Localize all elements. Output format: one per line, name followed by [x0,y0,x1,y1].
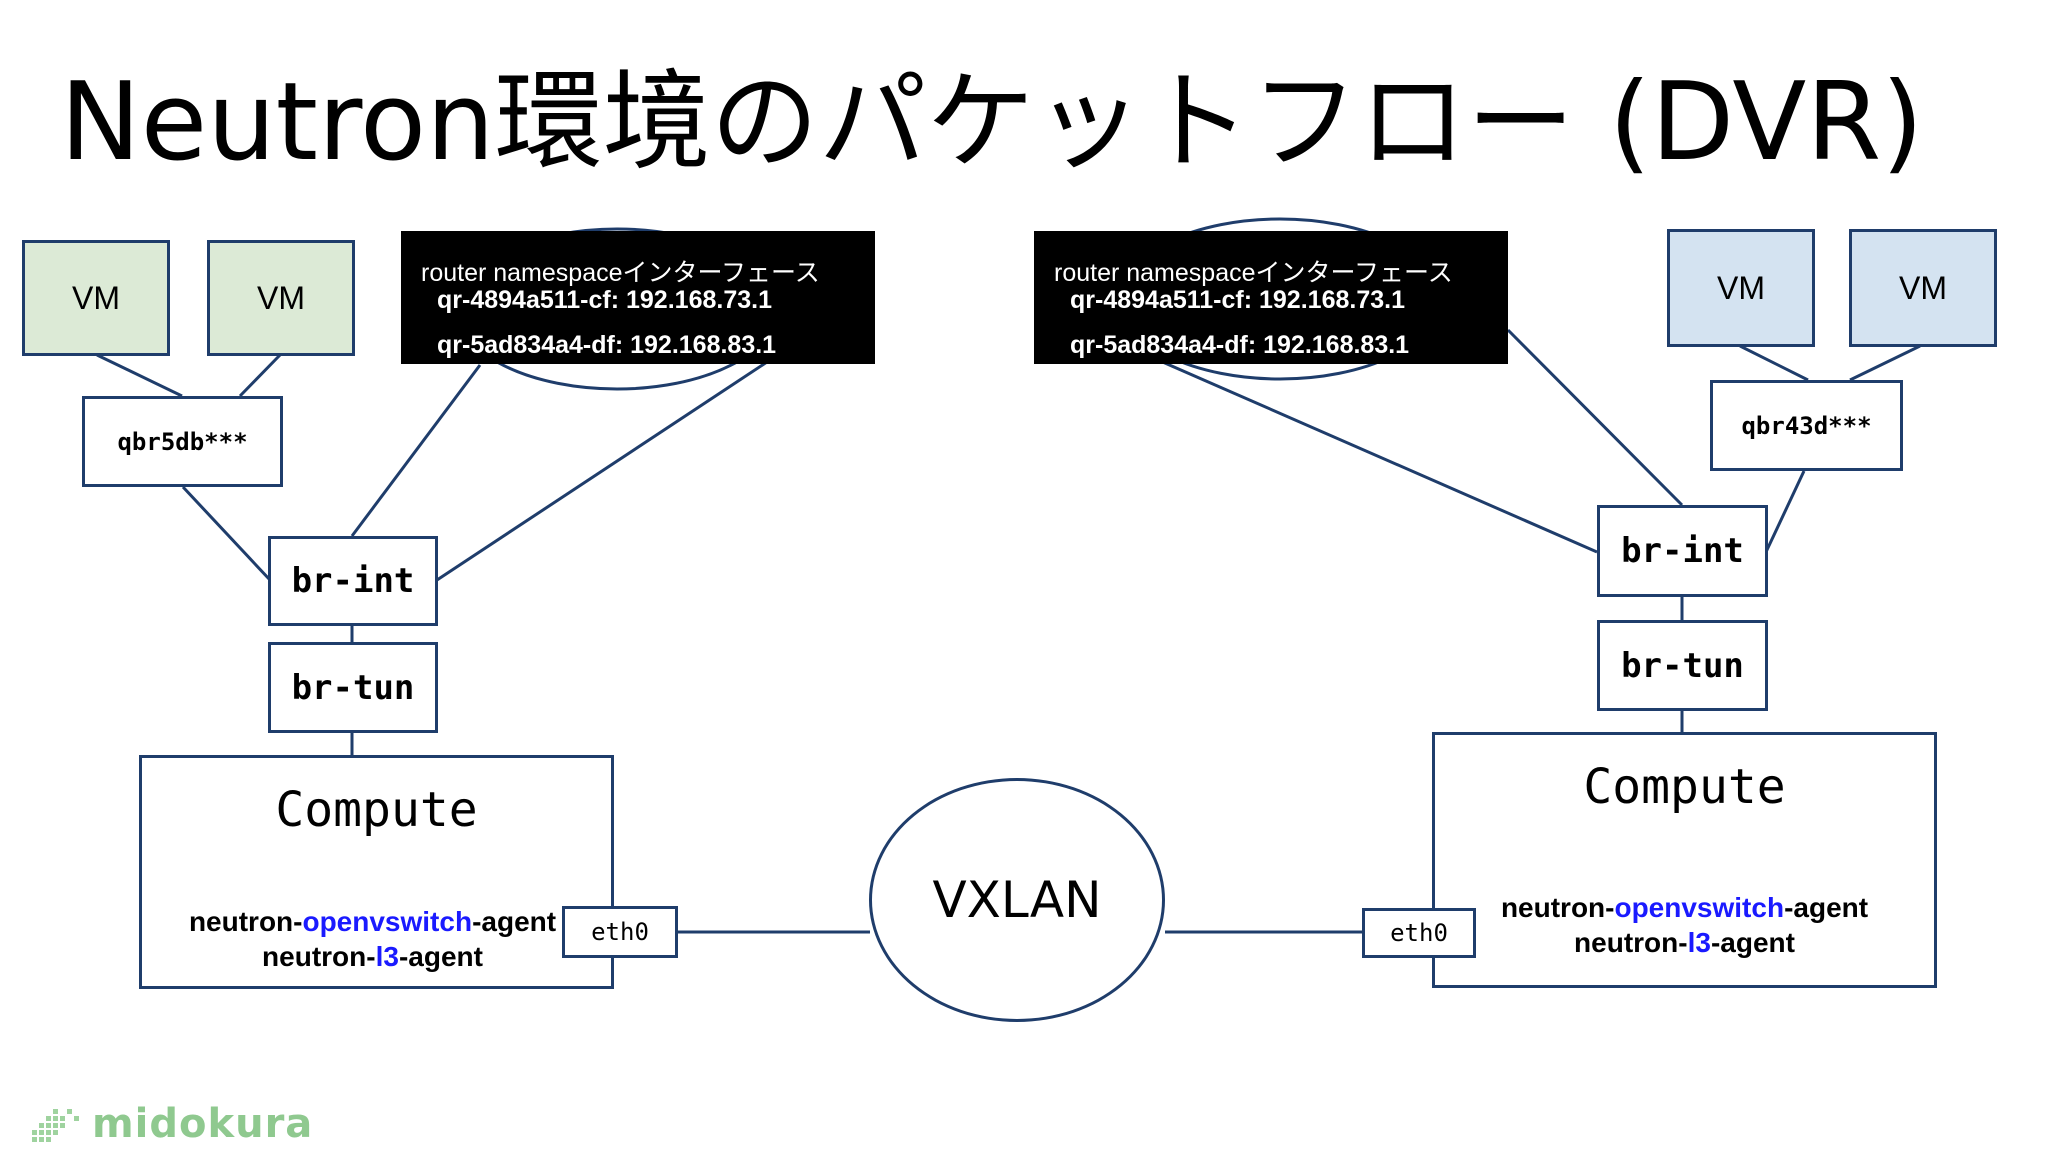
right-ns-to-brint [1506,328,1684,507]
left-br-tun[interactable]: br-tun [268,642,438,733]
left-namespace-interface-1: qr-4894a511-cf: 192.168.73.1 [437,286,772,314]
left-ns-if1-to-brint [350,364,482,537]
left-vm1-to-qbr [96,353,183,398]
right-agent-openvswitch: neutron-openvswitch-agent [1500,892,1869,923]
right-vm1-to-qbr [1739,344,1809,382]
right-ns-if2-to-brint [1157,358,1598,554]
vxlan-network: VXLAN [869,778,1165,1022]
right-namespace-interface-2: qr-5ad834a4-df: 192.168.83.1 [1070,331,1410,359]
left-namespace-header: router namespaceインターフェース [421,259,820,287]
left-ns-if2-to-brint [436,358,771,582]
page-title: Neutron環境のパケットフロー (DVR) [60,60,1924,185]
left-namespace-interface-2: qr-5ad834a4-df: 192.168.83.1 [437,331,777,359]
left-vm2-to-qbr [238,353,282,398]
left-agent-l3: neutron-l3-agent [262,941,483,972]
right-compute-node: Compute neutron-openvswitch-agent neutro… [1432,732,1937,988]
left-compute-title: Compute [275,782,478,838]
right-qbr-bridge[interactable]: qbr43d*** [1710,380,1903,471]
right-compute-title: Compute [1583,759,1786,815]
right-eth0-port[interactable]: eth0 [1362,908,1476,958]
right-qbr-to-brint [1764,470,1806,553]
right-agent-l3: neutron-l3-agent [1574,927,1795,958]
left-eth0-port[interactable]: eth0 [562,906,678,958]
right-router-namespace-box: router namespaceインターフェース qr-4894a511-cf:… [1034,231,1508,364]
right-namespace-interface-1: qr-4894a511-cf: 192.168.73.1 [1070,286,1405,314]
left-agent-openvswitch: neutron-openvswitch-agent [188,906,557,937]
right-vm-1[interactable]: VM [1667,229,1815,347]
left-br-int[interactable]: br-int [268,536,438,626]
right-agent-list: neutron-openvswitch-agent neutron-l3-age… [1435,890,1934,960]
midokura-logo: midokura [30,1101,314,1147]
right-vm-2[interactable]: VM [1849,229,1997,347]
right-namespace-header: router namespaceインターフェース [1054,259,1453,287]
left-compute-node: Compute neutron-openvswitch-agent neutro… [139,755,614,989]
left-qbr-bridge[interactable]: qbr5db*** [82,396,283,487]
midokura-logo-mark-icon [32,1109,79,1142]
left-vm-2[interactable]: VM [207,240,355,356]
right-br-int[interactable]: br-int [1597,505,1768,597]
left-agent-list: neutron-openvswitch-agent neutron-l3-age… [134,904,611,974]
midokura-logo-text: midokura [92,1101,314,1147]
right-vm2-to-qbr [1849,344,1921,382]
left-qbr-to-brint [181,485,272,582]
left-vm-1[interactable]: VM [22,240,170,356]
right-br-tun[interactable]: br-tun [1597,620,1768,711]
left-router-namespace-box: router namespaceインターフェース qr-4894a511-cf:… [401,231,875,364]
